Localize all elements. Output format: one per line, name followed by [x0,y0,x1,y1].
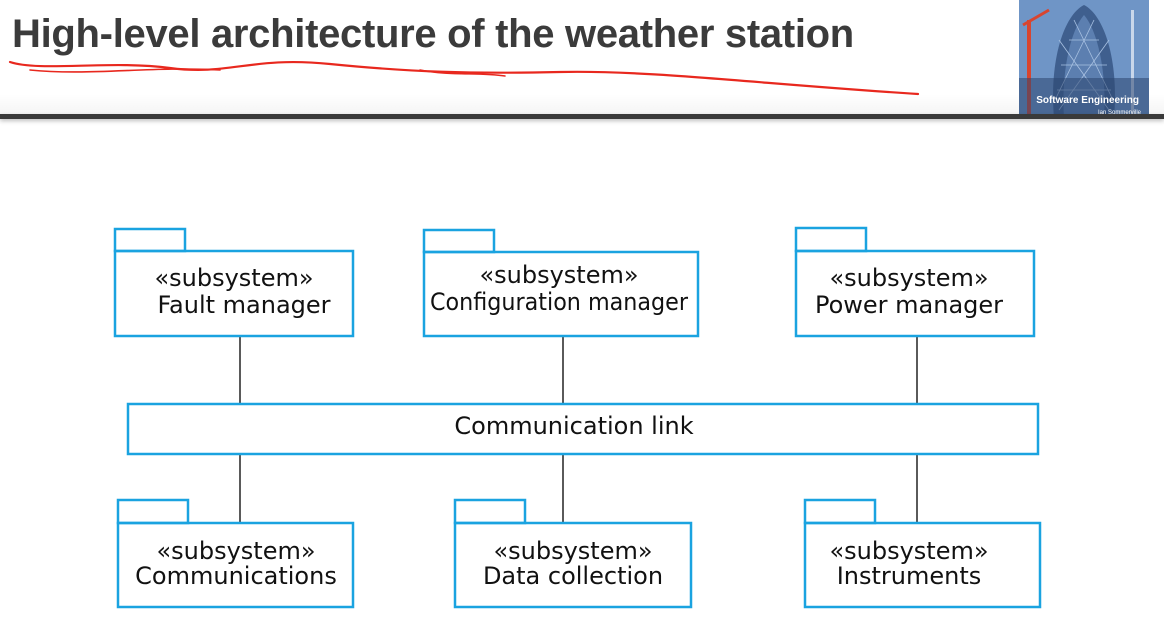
subsystem-configuration-manager [422,228,700,338]
header-divider [0,114,1164,119]
stereotype-label: «subsystem» [829,537,988,565]
package-body [422,250,700,338]
package-tab [113,227,187,253]
stereotype-label: «subsystem» [154,264,313,292]
connectors [239,336,918,523]
subsystem-data-collection [453,498,693,609]
communication-link-bus [126,402,1040,456]
subsystem-name: Data collection [483,562,663,590]
package-tab [803,498,877,525]
stereotype-label: «subsystem» [829,264,988,292]
package-tab [453,498,527,525]
book-cover-title: Software Engineering [1036,95,1139,106]
stereotype-label: «subsystem» [479,261,638,289]
package-body [794,249,1036,338]
subsystem-name: Fault manager [157,291,330,319]
package-body [116,521,355,609]
subsystem-name: Power manager [815,291,1003,319]
handwritten-underline [8,60,920,96]
subsystem-name: Instruments [837,562,982,590]
stereotype-label: «subsystem» [493,537,652,565]
slide-header: High-level architecture of the weather s… [0,0,1164,118]
package-body [453,521,693,609]
subsystem-name: Communications [135,562,337,590]
bus-label: Communication link [454,412,693,440]
subsystem-power-manager [794,226,1036,338]
subsystem-communications [116,498,355,609]
book-cover-author: Ian Sommerville [1097,110,1141,116]
building-graphic [1019,0,1149,118]
stereotype-label: «subsystem» [156,537,315,565]
subsystem-instruments [803,498,1042,609]
book-cover-image: Software Engineering Ian Sommerville [1019,0,1149,118]
package-body [113,249,355,338]
page-title: High-level architecture of the weather s… [12,12,854,56]
package-tab [422,228,496,254]
package-body [803,521,1042,609]
package-tab [794,226,868,253]
subsystem-name: Configuration manager [430,288,688,316]
subsystem-fault-manager [113,227,355,338]
package-tab [116,498,190,525]
